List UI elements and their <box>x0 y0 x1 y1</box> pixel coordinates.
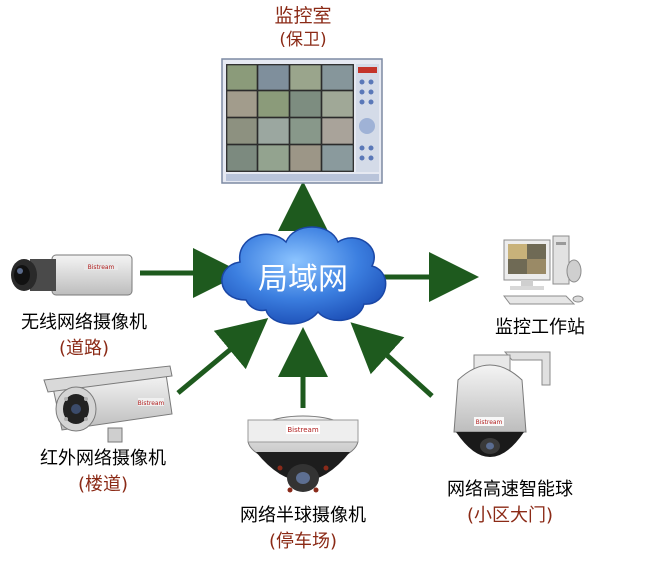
arrows <box>140 181 479 408</box>
arrow-from-ir-camera <box>176 318 269 395</box>
dome-camera-sub: (停车场) <box>268 531 338 552</box>
wireless-camera-sub: (道路) <box>58 338 110 359</box>
ir-camera-device: Bistream <box>43 365 173 443</box>
monitor-room-screen <box>221 58 383 184</box>
wireless-camera-device: Bistream <box>11 254 133 296</box>
lan-cloud: 局域网 <box>221 226 387 325</box>
workstation-computer <box>503 235 584 305</box>
workstation-title: 监控工作站 <box>495 317 585 338</box>
arrow-from-speed-dome <box>350 322 434 398</box>
ir-camera-brand: Bistream <box>138 400 165 407</box>
monitor-room-sub: (保卫) <box>279 30 327 50</box>
speed-dome-sub: (小区大门) <box>466 505 554 526</box>
ir-camera-title: 红外网络摄像机 <box>40 448 166 469</box>
wireless-camera-brand: Bistream <box>88 264 115 271</box>
speed-dome-title: 网络高速智能球 <box>447 479 573 500</box>
wireless-camera-title: 无线网络摄像机 <box>21 312 147 333</box>
dome-camera-device: Bistream <box>247 415 359 493</box>
speed-dome-brand: Bistream <box>476 419 503 426</box>
lan-label: 局域网 <box>258 262 348 297</box>
dome-camera-brand: Bistream <box>287 426 318 434</box>
dome-camera-title: 网络半球摄像机 <box>240 505 366 526</box>
speed-dome-device: Bistream <box>453 351 551 457</box>
ir-camera-sub: (楼道) <box>77 474 129 495</box>
monitor-room-title: 监控室 <box>274 5 332 27</box>
